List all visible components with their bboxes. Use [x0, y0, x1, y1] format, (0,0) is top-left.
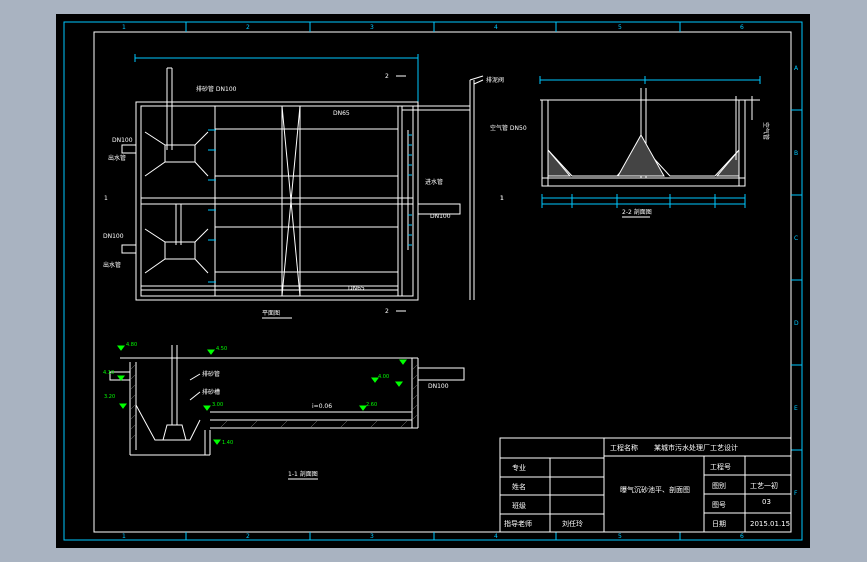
- row-name-label: 姓名: [512, 482, 526, 491]
- section11-sand-pipe-label: 排砂槽: [202, 388, 220, 396]
- plan-dn-inner-bottom: DN65: [348, 285, 365, 292]
- row-major-label: 专业: [512, 463, 526, 472]
- row-drawing-no-value: 03: [762, 498, 771, 506]
- section11-level-label: i=0.06: [312, 403, 332, 410]
- section11-mud-pipe-label: 排砂管: [202, 370, 220, 378]
- drawing-canvas: [56, 14, 810, 548]
- elev-6: 3.00: [212, 402, 223, 408]
- section22-air-tube-label: 空气管: [762, 122, 770, 140]
- plan-title: 平面图: [262, 310, 280, 317]
- row-type-label: 图别: [712, 481, 726, 490]
- elev-2: 4.50: [216, 346, 227, 352]
- title-block: [499, 437, 792, 533]
- plan-outlet-left-top: 出水管: [108, 154, 126, 162]
- plan-section-left: 1: [104, 195, 108, 202]
- elev-8: 2.60: [366, 402, 377, 408]
- border-top-5: 5: [618, 24, 622, 31]
- plan-view: [121, 54, 484, 301]
- title-drawing-name: 曝气沉砂池平、剖面图: [620, 485, 690, 494]
- border-right-e: E: [794, 405, 798, 412]
- plan-outlet-pipe-label: 排泥阀: [486, 76, 504, 84]
- plan-outlet-left-bottom: 出水管: [103, 261, 121, 269]
- plan-air-pipe-label: 空气管 DN50: [490, 124, 527, 132]
- border-top-1: 1: [122, 24, 126, 31]
- section22-title: 2-2 剖面图: [622, 208, 652, 216]
- row-drawing-no-label: 图号: [712, 501, 726, 509]
- row-advisor-label: 指导老师: [504, 519, 532, 528]
- plan-section-right: 1: [500, 195, 504, 202]
- section11-dn-label: DN100: [428, 383, 449, 390]
- row-advisor-value: 刘任玲: [562, 519, 583, 528]
- elev-4: 4.00: [378, 374, 389, 380]
- title-project-label: 工程名称: [610, 443, 638, 452]
- plan-dn-inner: DN65: [333, 110, 350, 117]
- plan-section-bottom: 2: [385, 308, 389, 315]
- border-right-d: D: [794, 320, 799, 327]
- row-date-label: 日期: [712, 520, 726, 528]
- elev-1: 4.80: [126, 342, 137, 348]
- elev-7: 1.40: [222, 440, 233, 446]
- plan-dn-left-bottom: DN100: [103, 233, 124, 240]
- plan-inlet-pipe-label: 进水管: [425, 178, 443, 186]
- elev-5: 3.20: [104, 394, 115, 400]
- title-project-name: 某城市污水处理厂工艺设计: [654, 443, 738, 452]
- row-type-value: 工艺一初: [750, 481, 778, 490]
- border-right-c: C: [794, 235, 798, 242]
- row-date-value: 2015.01.15: [750, 520, 790, 528]
- border-right-a: A: [794, 65, 799, 72]
- border-bottom-3: 3: [370, 533, 374, 540]
- border-right-f: F: [794, 490, 798, 497]
- section11-title: 1-1 剖面图: [288, 470, 318, 478]
- border-bottom-1: 1: [122, 533, 126, 540]
- border-top-3: 3: [370, 24, 374, 31]
- section22-mark: 1: [500, 195, 504, 202]
- border-bottom-4: 4: [494, 533, 498, 540]
- plan-dn-right: DN100: [430, 213, 451, 220]
- border-top-2: 2: [246, 24, 250, 31]
- outer-frame: [63, 21, 803, 541]
- section-2-2: [539, 76, 761, 205]
- border-top-6: 6: [740, 24, 744, 31]
- plan-mud-pipe-label: 排砂管 DN100: [196, 85, 237, 93]
- border-top-4: 4: [494, 24, 498, 31]
- border-bottom-6: 6: [740, 533, 744, 540]
- plan-section-top: 2: [385, 73, 389, 80]
- plan-dn-left-top: DN100: [112, 137, 133, 144]
- border-right-b: B: [794, 150, 798, 157]
- border-bottom-5: 5: [618, 533, 622, 540]
- row-class-label: 班级: [512, 501, 526, 510]
- border-bottom-2: 2: [246, 533, 250, 540]
- inner-frame: [93, 31, 792, 533]
- elev-3: 4.10: [103, 370, 114, 376]
- row-project-no-label: 工程号: [710, 462, 731, 471]
